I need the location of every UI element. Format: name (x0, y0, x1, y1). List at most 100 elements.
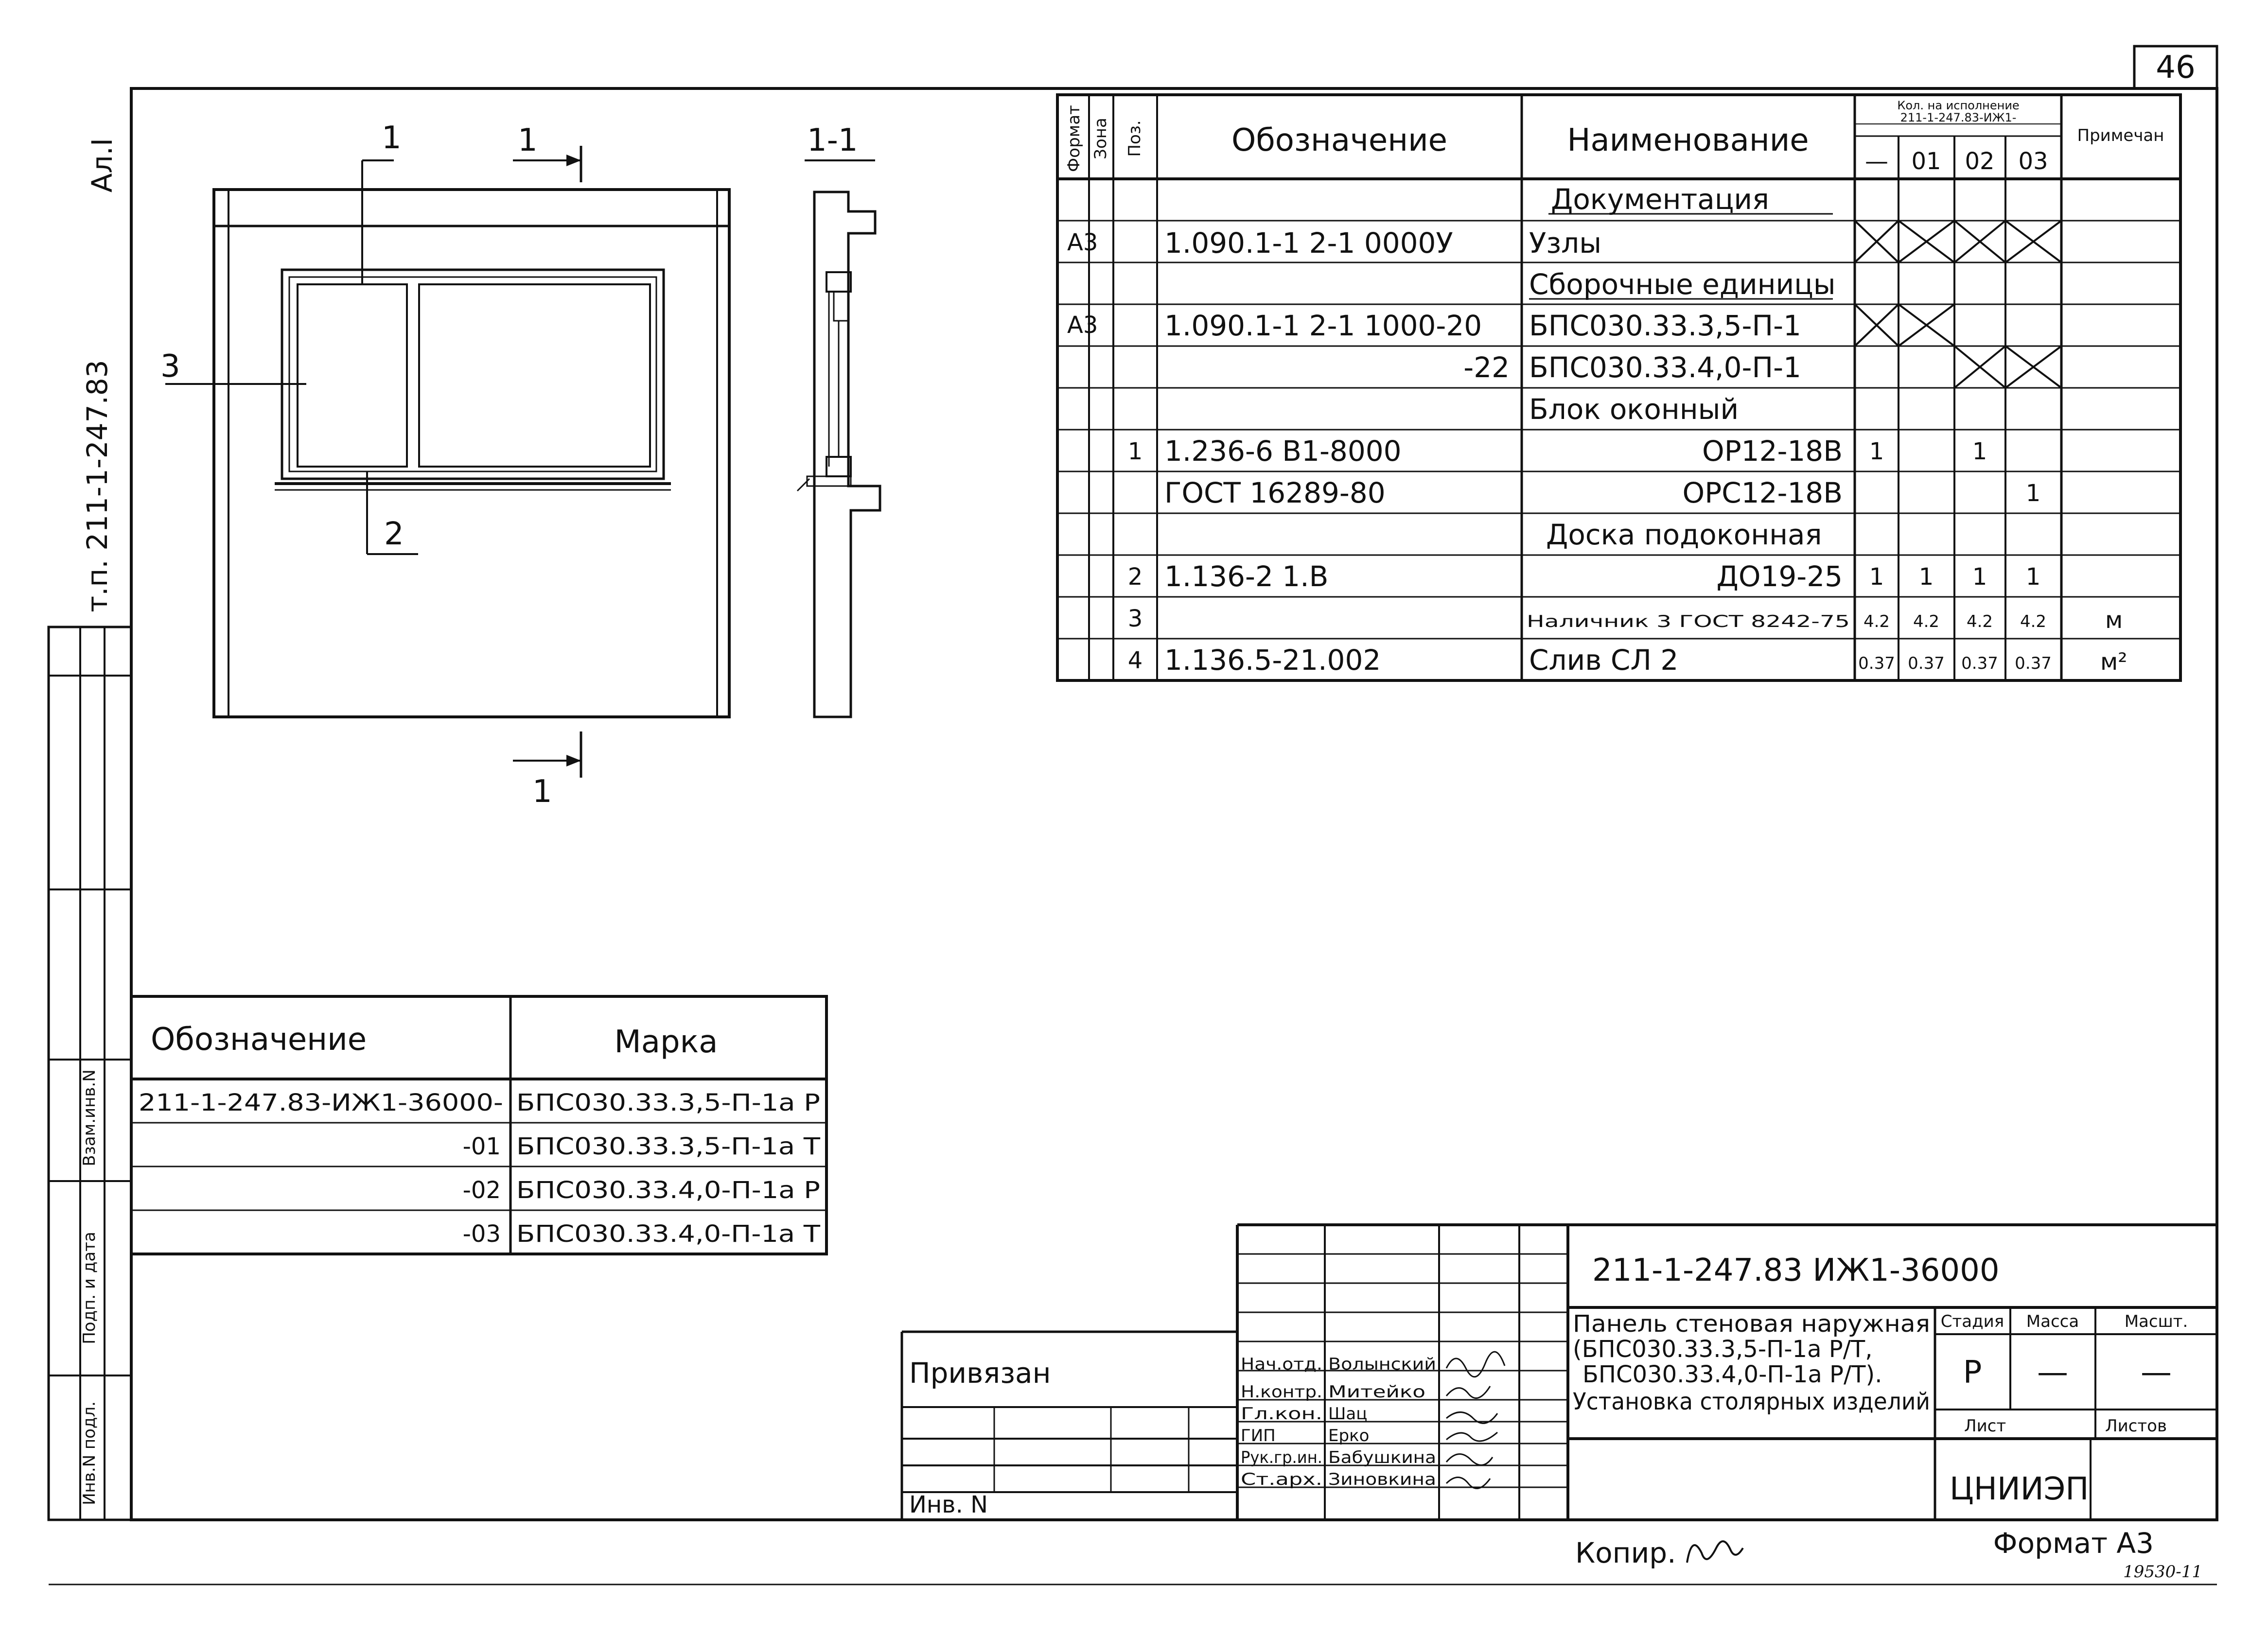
section-view: 1-1 (796, 122, 881, 718)
spec-row-name: Доска подоконная (1546, 518, 1822, 551)
not-applicable-crosses (1953, 345, 2062, 389)
spec-row-qty: 1 (2026, 563, 2041, 591)
header-qty-base: — (1865, 148, 1888, 175)
window-block (275, 268, 671, 491)
stage-header: Стадия (1941, 1312, 2004, 1331)
sheet-number-box: 46 (2133, 45, 2218, 90)
spec-row-qty: 4.2 (1864, 612, 1890, 631)
not-applicable-crosses (1854, 220, 2062, 263)
marks-row-mark: БПС030.33.3,5-П-1а Т (516, 1133, 821, 1160)
spec-row-note: м (2105, 607, 2123, 634)
spec-row-format: А3 (1067, 312, 1098, 339)
spec-row-name: Документация (1551, 183, 1769, 216)
marks-header-designation: Обозначение (151, 1022, 367, 1058)
spec-row-designation: 1.136-2 1.В (1164, 560, 1328, 593)
marks-row-designation: -01 (463, 1133, 501, 1160)
staff-role: Рук.гр.ин. (1241, 1448, 1322, 1467)
spec-row-name: Блок оконный (1529, 393, 1739, 426)
staff-role: Ст.арх. (1241, 1470, 1322, 1489)
marks-row-designation: -03 (463, 1220, 501, 1248)
staff-name: Волынский (1328, 1355, 1436, 1374)
leader-2-label: 2 (384, 516, 404, 552)
spec-row-name: ОР12-18В (1702, 435, 1843, 468)
spec-row-qty: 0.37 (1908, 654, 1945, 673)
spec-row-name: Слив СЛ 2 (1529, 644, 1678, 677)
spec-row-name: ДО19-25 (1717, 560, 1843, 593)
spec-row-note: м² (2100, 648, 2127, 676)
title-line-2: (БПС030.33.3,5-П-1а Р/Т, (1573, 1336, 1872, 1363)
marks-table: Обозначение Марка 211-1-247.83-ИЖ1-36000… (130, 995, 828, 1255)
spec-row-name: БПС030.33.3,5-П-1 (1529, 309, 1801, 342)
scale-value: — (2141, 1355, 2172, 1391)
spec-row-pos: 3 (1128, 605, 1143, 632)
header-designation: Обозначение (1231, 122, 1447, 158)
leader-1-label: 1 (382, 120, 402, 156)
spec-row-pos: 2 (1128, 563, 1143, 591)
staff-name: Бабушкина (1328, 1448, 1436, 1467)
spec-row-format: А3 (1067, 229, 1098, 256)
organization-name: ЦНИИЭП (1950, 1471, 2089, 1507)
title-line-1: Панель стеновая наружная (1573, 1310, 1930, 1338)
spec-row-pos: 1 (1128, 438, 1143, 465)
copied-signature (1686, 1540, 1744, 1563)
strip-label-replace: Взам.инв.N (80, 1069, 99, 1166)
strip-label-sign: Подп. и дата (80, 1232, 99, 1344)
marks-row-mark: БПС030.33.3,5-П-1а Р (516, 1089, 820, 1116)
staff-name: Ерко (1328, 1426, 1369, 1445)
tied-label: Привязан (909, 1357, 1051, 1390)
panel-elevation: 1 2 3 1 1 (160, 120, 731, 810)
header-name: Наименование (1567, 122, 1809, 158)
staff-name: Митейко (1328, 1382, 1425, 1402)
spec-row-qty: 1 (2026, 480, 2041, 507)
header-qty-02: 02 (1965, 148, 1994, 175)
title-line-3: БПС030.33.4,0-П-1а Р/Т). (1582, 1361, 1882, 1388)
spec-row-qty: 0.37 (1858, 654, 1895, 673)
spec-row-name: Узлы (1529, 226, 1601, 260)
header-format: Формат (1064, 105, 1084, 172)
spec-row-qty: 1 (1972, 563, 1987, 591)
sheet-header: Лист (1964, 1416, 2006, 1436)
sheet-mark: Ал.I (86, 138, 119, 192)
header-qty-03: 03 (2018, 148, 2048, 175)
archive-number: 19530-11 (2123, 1562, 2202, 1582)
doc-number: 211-1-247.83 ИЖ1-36000 (1592, 1253, 2000, 1288)
copied-label: Копир. (1575, 1536, 1676, 1569)
header-qty-doc: 211-1-247.83-ИЖ1- (1900, 111, 2017, 124)
spec-row-qty: 1 (1869, 438, 1884, 465)
spec-row-name: ОРС12-18В (1683, 476, 1843, 509)
section-label: 1-1 (807, 122, 858, 158)
staff-role: Н.контр. (1241, 1382, 1322, 1402)
staff-role: ГИП (1241, 1426, 1276, 1445)
marks-header-mark: Марка (615, 1024, 718, 1060)
strip-label-inv: Инв.N подл. (80, 1401, 99, 1505)
scale-header: Масшт. (2125, 1312, 2188, 1331)
stage-value: Р (1963, 1355, 1982, 1391)
not-applicable-crosses (1854, 303, 1955, 347)
spec-row-qty: 4.2 (2020, 612, 2046, 631)
cut-label-bottom: 1 (532, 774, 552, 810)
left-stamp-strip: Инв.N подл. Подп. и дата Взам.инв.N (47, 626, 133, 1521)
spec-row-designation: 1.090.1-1 2-1 0000У (1164, 226, 1453, 260)
header-qty-01: 01 (1911, 148, 1941, 175)
marks-row-designation: -02 (463, 1177, 501, 1204)
spec-row-designation: ГОСТ 16289-80 (1164, 476, 1386, 509)
spec-row-qty: 0.37 (2015, 654, 2052, 673)
spec-row-designation: 1.236-6 В1-8000 (1164, 435, 1402, 468)
title-block: Нач.отд. Волынский Н.контр. Митейко Гл.к… (900, 1223, 2217, 1520)
spec-row-designation: 1.136.5-21.002 (1164, 644, 1381, 677)
header-notes: Примечан (2077, 126, 2164, 145)
spec-row-name: Сборочные единицы (1529, 268, 1836, 301)
footer: Копир. Формат А3 19530-11 (1575, 1527, 2202, 1582)
title-line-4: Установка столярных изделий (1573, 1388, 1930, 1415)
marks-row-mark: БПС030.33.4,0-П-1а Т (516, 1220, 821, 1248)
cut-label-top: 1 (518, 122, 538, 158)
spec-row-qty: 4.2 (1913, 612, 1939, 631)
staff-role: Гл.кон. (1241, 1404, 1322, 1424)
sheets-header: Листов (2105, 1416, 2167, 1436)
spec-row-qty: 1 (1919, 563, 1934, 591)
spec-row-qty: 4.2 (1967, 612, 1993, 631)
spec-row-qty: 1 (1869, 563, 1884, 591)
header-zone: Зона (1091, 118, 1110, 159)
header-qty-title: Кол. на исполнение (1897, 99, 2019, 112)
